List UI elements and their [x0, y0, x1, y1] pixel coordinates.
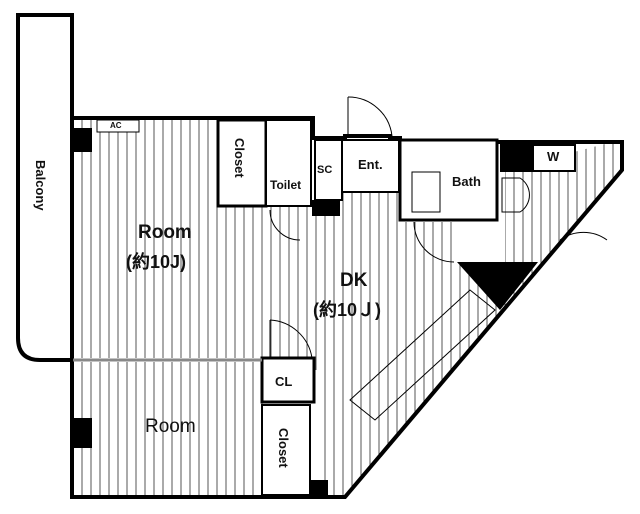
closet1-label: Closet [232, 138, 247, 178]
outer-walls [70, 116, 624, 499]
bath-label: Bath [452, 174, 481, 189]
room1-size: (約10J) [126, 252, 187, 272]
dk-size: (約10Ｊ) [313, 300, 382, 320]
room2-label: Room [145, 416, 196, 437]
closet2-label: Closet [276, 428, 291, 468]
dk-label: DK [340, 270, 368, 291]
washer-label: W [547, 149, 560, 164]
balcony-label: Balcony [33, 160, 48, 211]
toilet-label: Toilet [270, 178, 302, 192]
ac-label: AC [110, 121, 122, 130]
interior-walls [216, 118, 499, 496]
sc-label: SC [317, 164, 333, 176]
balcony-outline [16, 13, 74, 362]
room1-label: Room [138, 222, 192, 243]
entrance-label: Ent. [358, 157, 383, 172]
cl-label: CL [275, 374, 293, 389]
floor-hatching [73, 118, 620, 497]
